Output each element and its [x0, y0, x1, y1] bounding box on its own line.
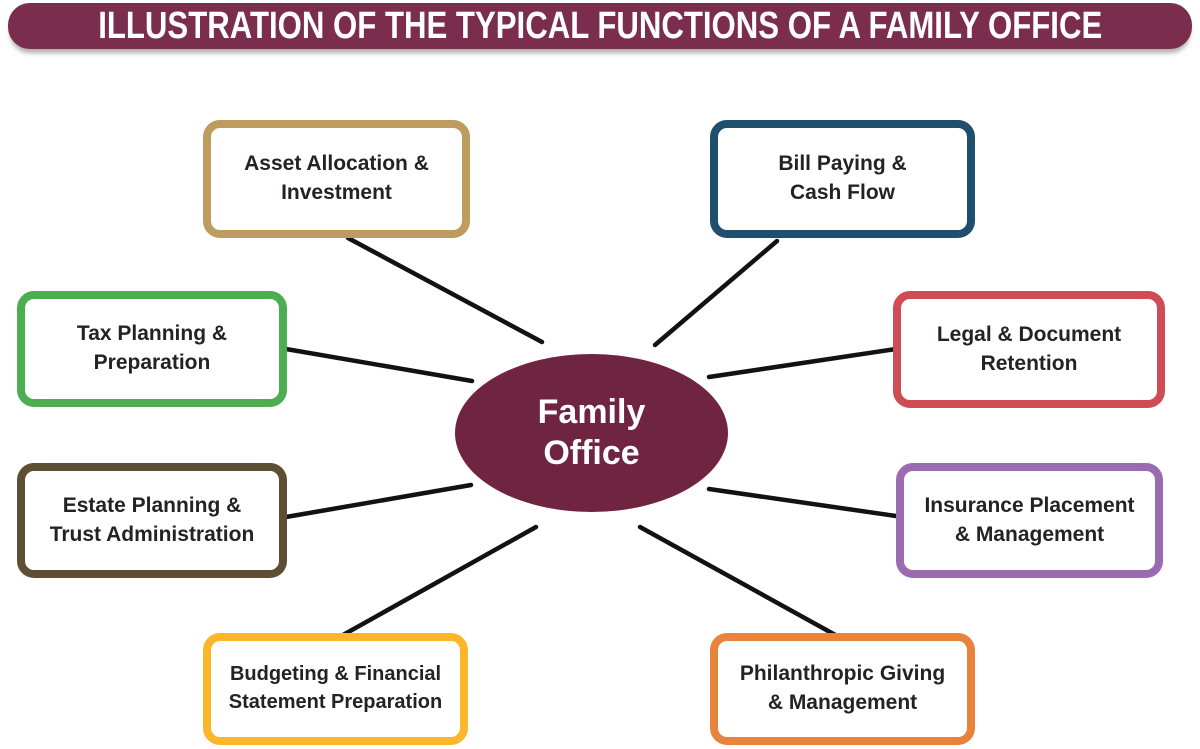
- node-label-line: & Management: [954, 522, 1105, 546]
- title-banner: ILLUSTRATION OF THE TYPICAL FUNCTIONS OF…: [8, 3, 1192, 49]
- node-label-line: Bill Paying &: [778, 152, 907, 176]
- node-legal-document-retention: Legal & Document Retention: [893, 291, 1165, 408]
- node-label-line: Tax Planning &: [76, 322, 228, 346]
- connector-insurance: [706, 486, 899, 519]
- node-estate-planning-trust-administration: Estate Planning & Trust Administration: [17, 463, 287, 578]
- node-label-line: Trust Administration: [49, 522, 255, 546]
- node-budgeting-financial-statement-preparation: Budgeting & Financial Statement Preparat…: [203, 633, 468, 745]
- node-insurance-placement-management: Insurance Placement & Management: [896, 463, 1163, 578]
- connector-tax: [283, 346, 475, 384]
- node-label-line: Philanthropic Giving: [739, 662, 946, 686]
- node-tax-planning-preparation: Tax Planning & Preparation: [17, 291, 287, 407]
- node-bill-paying-cash-flow: Bill Paying & Cash Flow: [710, 120, 975, 238]
- connector-budget: [340, 524, 539, 638]
- node-label-line: Estate Planning &: [62, 493, 242, 517]
- node-label-line: Asset Allocation &: [244, 152, 429, 176]
- node-label-line: Preparation: [93, 351, 211, 374]
- node-asset-allocation-investment: Asset Allocation & Investment: [203, 120, 470, 238]
- node-label-line: Cash Flow: [789, 181, 895, 204]
- node-label-line: Investment: [281, 181, 392, 204]
- connector-philanthropic: [637, 524, 842, 640]
- node-label-line: Budgeting & Financial: [229, 663, 442, 686]
- connector-asset: [345, 235, 545, 345]
- node-label-line: Legal & Document: [936, 322, 1122, 346]
- center-node-family-office: Family Office: [455, 354, 728, 512]
- center-label-line: Family: [537, 393, 646, 432]
- connector-bill: [652, 238, 780, 348]
- node-label-line: Insurance Placement: [924, 493, 1135, 517]
- node-philanthropic-giving-management: Philanthropic Giving & Management: [710, 633, 975, 745]
- page-title: ILLUSTRATION OF THE TYPICAL FUNCTIONS OF…: [97, 4, 1103, 47]
- node-label-line: Statement Preparation: [228, 691, 443, 713]
- center-label-line: Office: [543, 434, 640, 472]
- connector-legal: [706, 346, 899, 380]
- connector-estate: [283, 482, 474, 520]
- node-label-line: & Management: [767, 691, 918, 714]
- node-label-line: Retention: [980, 351, 1078, 375]
